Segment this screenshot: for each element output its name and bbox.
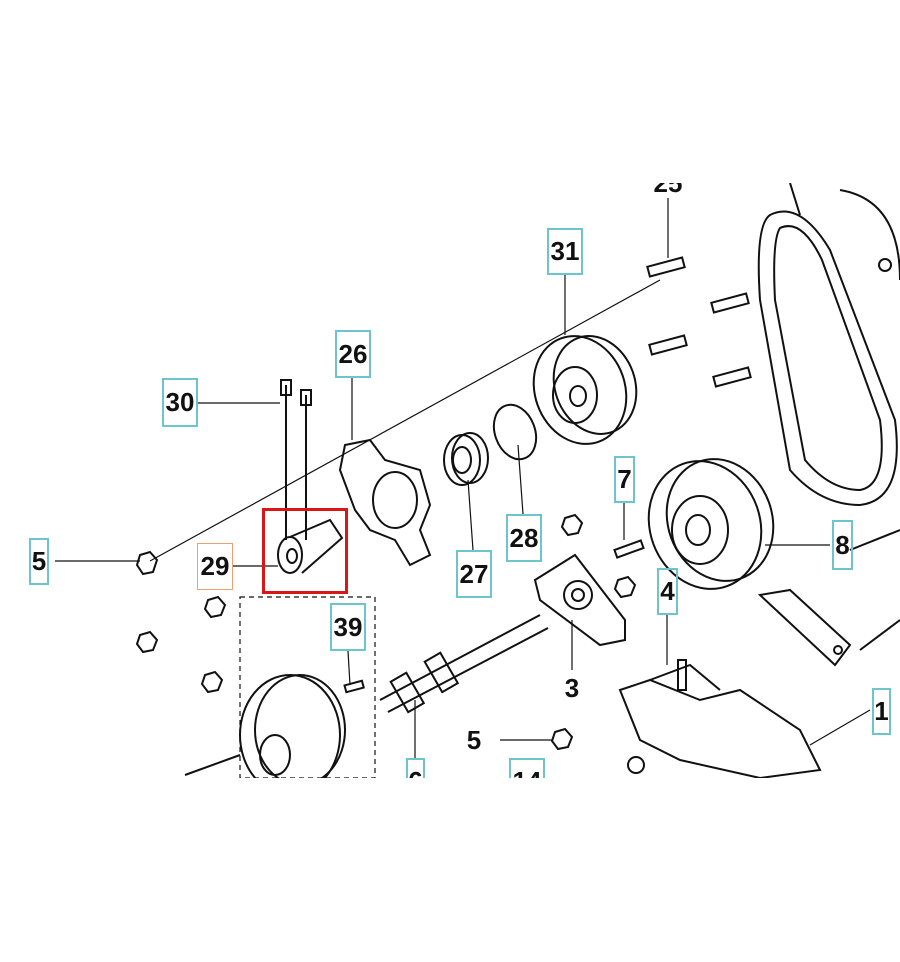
belt bbox=[757, 183, 900, 507]
callout-14[interactable]: 14 bbox=[509, 758, 545, 778]
callout-30[interactable]: 30 bbox=[162, 378, 198, 427]
pin-39 bbox=[343, 679, 365, 694]
callout-27[interactable]: 27 bbox=[456, 550, 492, 598]
nuts bbox=[135, 513, 637, 751]
ring-28 bbox=[492, 403, 538, 461]
exploded-view-drawing bbox=[55, 183, 900, 778]
callout-5[interactable]: 5 bbox=[29, 538, 49, 585]
bearing-27 bbox=[443, 432, 489, 486]
callout-3[interactable]: 3 bbox=[564, 672, 580, 703]
callout-1[interactable]: 1 bbox=[872, 688, 891, 735]
callout-6[interactable]: 6 bbox=[406, 758, 425, 778]
highlight-box-part-29[interactable] bbox=[262, 508, 348, 594]
leader-lines bbox=[55, 198, 871, 758]
pillow-block-3 bbox=[533, 553, 626, 647]
callout-4[interactable]: 4 bbox=[657, 568, 678, 615]
callout-7[interactable]: 7 bbox=[614, 456, 635, 503]
callout-25[interactable]: 25 bbox=[650, 183, 686, 203]
frame-1 bbox=[618, 529, 900, 778]
pulley-31 bbox=[532, 335, 638, 445]
callout-8[interactable]: 8 bbox=[832, 520, 853, 570]
coupling-29 bbox=[277, 518, 344, 574]
parts-diagram: 25 31 26 30 5 29 27 28 7 8 4 39 3 5 1 6 … bbox=[0, 183, 900, 778]
callout-5-lower[interactable]: 5 bbox=[466, 724, 482, 755]
callout-29-selected[interactable]: 29 bbox=[197, 543, 233, 590]
callout-39[interactable]: 39 bbox=[330, 603, 366, 651]
hub-26 bbox=[338, 438, 432, 567]
callout-31[interactable]: 31 bbox=[547, 228, 583, 275]
bolts bbox=[280, 256, 752, 540]
pulley-8 bbox=[647, 458, 775, 590]
callout-28[interactable]: 28 bbox=[506, 514, 542, 562]
pin-7 bbox=[613, 539, 645, 559]
callout-26[interactable]: 26 bbox=[335, 330, 371, 378]
clutch bbox=[184, 596, 376, 778]
shaft-6 bbox=[379, 614, 549, 714]
